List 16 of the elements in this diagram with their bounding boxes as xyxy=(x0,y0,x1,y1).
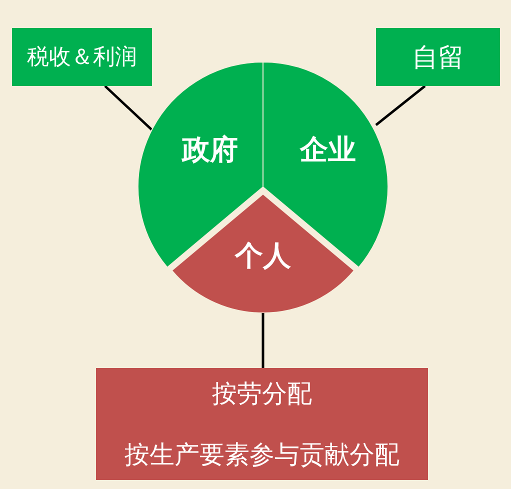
connector-line xyxy=(104,85,153,131)
slice-label: 企业 xyxy=(300,132,356,168)
label-box xyxy=(12,28,152,86)
label-box xyxy=(376,28,500,86)
box-text: 按生产要素参与贡献分配 xyxy=(124,439,400,471)
pie-slice xyxy=(263,62,388,268)
box-text: 按劳分配 xyxy=(212,378,312,410)
box-text: 自留 xyxy=(412,42,464,74)
box-text: 税收＆利润 xyxy=(27,44,137,72)
slice-label: 政府 xyxy=(182,132,238,168)
label-box xyxy=(96,368,428,480)
pie-slice xyxy=(138,62,263,268)
connector-line xyxy=(262,313,264,368)
connector-line xyxy=(375,85,426,126)
pie-slice xyxy=(171,194,355,313)
slice-label: 个人 xyxy=(235,238,291,274)
